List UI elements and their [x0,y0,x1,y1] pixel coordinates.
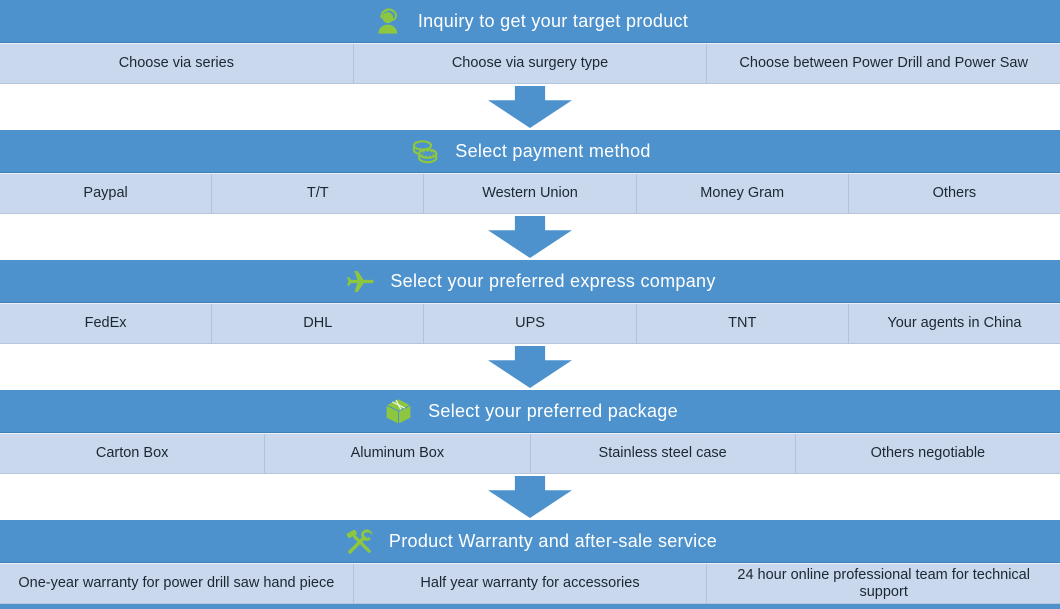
step-section-inquiry: Inquiry to get your target product Choos… [0,0,1060,84]
step-title: Inquiry to get your target product [417,10,689,31]
step-title: Select payment method [455,140,651,161]
headset-person-icon [372,5,405,38]
coins-icon [409,135,442,168]
option-cell: Money Gram [635,174,848,213]
option-cell: 24 hour online professional team for tec… [706,564,1060,603]
down-arrow-icon [488,476,572,518]
option-cell: Paypal [83,185,128,202]
option-cell: Stainless steel case [529,434,795,473]
step-section-payment: Select payment method Paypal T/T Western… [0,130,1060,214]
step-header: Select your preferred package [0,390,1060,433]
option-cell: TNT [635,304,848,343]
step-title: Product Warranty and after-sale service [388,530,718,551]
package-box-icon [382,395,415,428]
option-cell: Choose between Power Drill and Power Saw [706,44,1060,83]
option-cell: Others negotiable [794,434,1060,473]
step-options-row: Paypal T/T Western Union Money Gram Othe… [0,173,1060,214]
flow-gap [0,214,1060,260]
flow-gap [0,84,1060,130]
step-header: Inquiry to get your target product [0,0,1060,43]
option-cell: Your agents in China [847,304,1060,343]
down-arrow-icon [488,86,572,128]
down-arrow-icon [488,346,572,388]
step-section-warranty: Product Warranty and after-sale service … [0,520,1060,604]
option-cell: DHL [211,304,423,343]
step-title: Select your preferred express company [390,270,716,291]
option-cell: Choose via surgery type [352,44,707,83]
step-section-express: Select your preferred express company Fe… [0,260,1060,344]
option-cell: Half year warranty for accessories [352,564,707,603]
option-cell: Carton Box [95,445,169,462]
step-options-row: FedEx DHL UPS TNT Your agents in China [0,303,1060,344]
step-options-row: Choose via series Choose via surgery typ… [0,43,1060,84]
option-cell: T/T [211,174,423,213]
tools-icon [343,525,376,558]
option-cell: UPS [423,304,635,343]
flow-gap [0,474,1060,520]
step-header: Select your preferred express company [0,260,1060,303]
step-options-row: One-year warranty for power drill saw ha… [0,563,1060,604]
option-cell: Others [847,174,1060,213]
step-header: Product Warranty and after-sale service [0,520,1060,563]
option-cell: One-year warranty for power drill saw ha… [18,575,335,592]
step-section-package: Select your preferred package Carton Box… [0,390,1060,474]
step-options-row: Carton Box Aluminum Box Stainless steel … [0,433,1060,474]
option-cell: Aluminum Box [264,434,529,473]
down-arrow-icon [488,216,572,258]
airplane-icon [344,265,377,298]
option-cell: FedEx [84,315,127,332]
bottom-edge-strip [0,604,1060,609]
option-cell: Choose via series [118,55,234,72]
step-title: Select your preferred package [428,400,678,421]
step-header: Select payment method [0,130,1060,173]
option-cell: Western Union [423,174,635,213]
flow-gap [0,344,1060,390]
